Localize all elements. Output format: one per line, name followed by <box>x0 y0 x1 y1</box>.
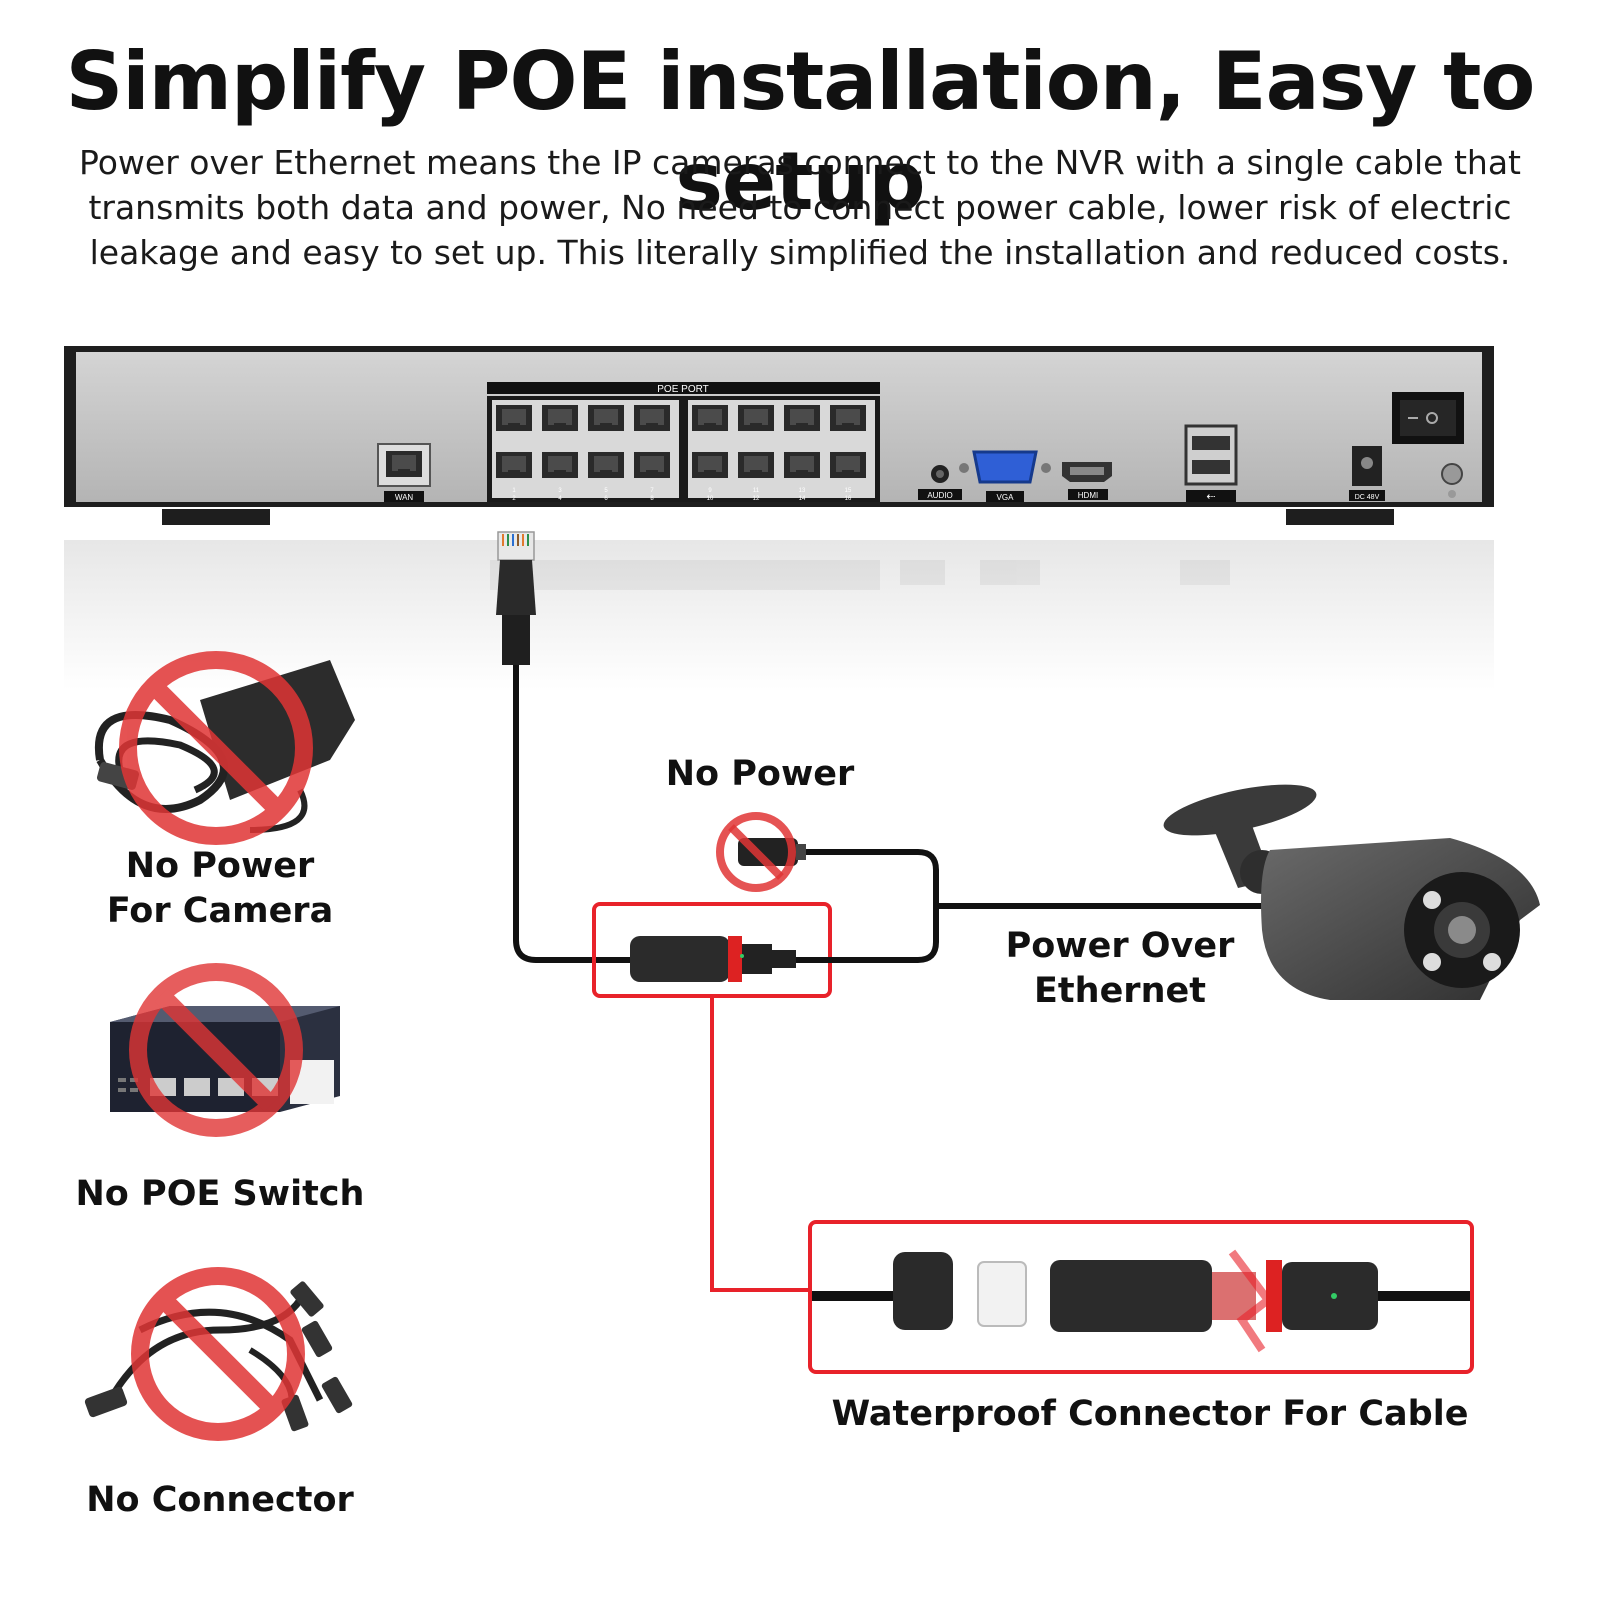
audio-label: AUDIO <box>927 491 952 500</box>
poe-port <box>738 452 774 478</box>
wan-port: WAN <box>377 443 431 502</box>
port-number: 11 <box>753 488 760 494</box>
audio-port: AUDIO <box>918 465 962 500</box>
poe-port <box>784 405 820 431</box>
port-number: 1 <box>512 488 516 494</box>
prohibition-sign <box>129 963 303 1137</box>
bullet-camera-icon <box>1163 784 1540 1000</box>
description-line: Power over Ethernet means the IP cameras… <box>79 143 1521 182</box>
dc-label: DC 48V <box>1355 494 1380 501</box>
port-number: 16 <box>845 496 852 502</box>
poe-port <box>830 405 866 431</box>
port-number: 3 <box>558 488 562 494</box>
description-line: leakage and easy to set up. This literal… <box>89 233 1511 272</box>
poe-port <box>496 405 532 431</box>
description: Power over Ethernet means the IP cameras… <box>40 140 1560 275</box>
poe-port <box>634 452 670 478</box>
port-number: 14 <box>799 496 806 502</box>
prohibition-sign <box>131 1267 305 1441</box>
poe-port <box>588 405 624 431</box>
poe-port <box>588 452 624 478</box>
poe-port <box>634 405 670 431</box>
port-number: 5 <box>604 488 608 494</box>
poe-port <box>542 452 578 478</box>
label-line: No Power <box>125 846 315 886</box>
rj45-plug <box>496 531 536 665</box>
dc-port: DC 48V <box>1349 446 1385 501</box>
page-title: Simplify POE installation, Easy to setup <box>65 35 1536 228</box>
usb-ports: ⇠ <box>1184 424 1238 503</box>
ethernet-cable <box>513 665 650 963</box>
label-line: Power Over <box>1005 926 1235 966</box>
inline-connector <box>630 936 796 982</box>
poe-port-label: POE PORT <box>657 384 709 395</box>
hdmi-label: HDMI <box>1078 491 1098 500</box>
callout-line <box>710 996 810 1292</box>
label-line: For Camera <box>106 891 334 931</box>
poe-port <box>692 452 728 478</box>
no-power-dc-connector <box>716 812 806 892</box>
poe-port <box>542 405 578 431</box>
no-poe-switch-label: No POE Switch <box>75 1174 365 1214</box>
power-switch <box>1392 392 1464 498</box>
vga-port: VGA <box>959 450 1051 502</box>
port-number: 13 <box>799 488 806 494</box>
no-connector-label: No Connector <box>86 1480 354 1520</box>
poe-port <box>738 405 774 431</box>
no-power-for-camera-label: No Power For Camera <box>60 844 380 934</box>
waterproof-box <box>808 1220 1474 1374</box>
port-number: 12 <box>753 496 760 502</box>
wan-label: WAN <box>395 493 414 502</box>
label-line: Ethernet <box>1034 971 1206 1011</box>
port-number: 2 <box>512 496 516 502</box>
no-power-label: No Power <box>665 754 855 794</box>
port-number: 6 <box>604 496 608 502</box>
port-number: 15 <box>845 488 852 494</box>
prohibition-sign <box>119 651 313 845</box>
power-over-ethernet-label: Power Over Ethernet <box>990 924 1250 1014</box>
port-number: 7 <box>650 488 654 494</box>
poe-port <box>692 405 728 431</box>
svg-text:⇠: ⇠ <box>1206 491 1215 503</box>
port-number: 8 <box>650 496 654 502</box>
poe-port <box>830 452 866 478</box>
waterproof-connector-kit <box>812 1249 1470 1353</box>
waterproof-connector-label: Waterproof Connector For Cable <box>831 1394 1469 1434</box>
vga-label: VGA <box>997 493 1015 502</box>
port-number: 4 <box>558 496 562 502</box>
hdmi-port: HDMI <box>1062 462 1112 500</box>
poe-port <box>784 452 820 478</box>
port-number: 10 <box>707 496 714 502</box>
poe-port <box>496 452 532 478</box>
description-line: transmits both data and power, No need t… <box>88 188 1512 227</box>
port-number: 9 <box>708 488 712 494</box>
